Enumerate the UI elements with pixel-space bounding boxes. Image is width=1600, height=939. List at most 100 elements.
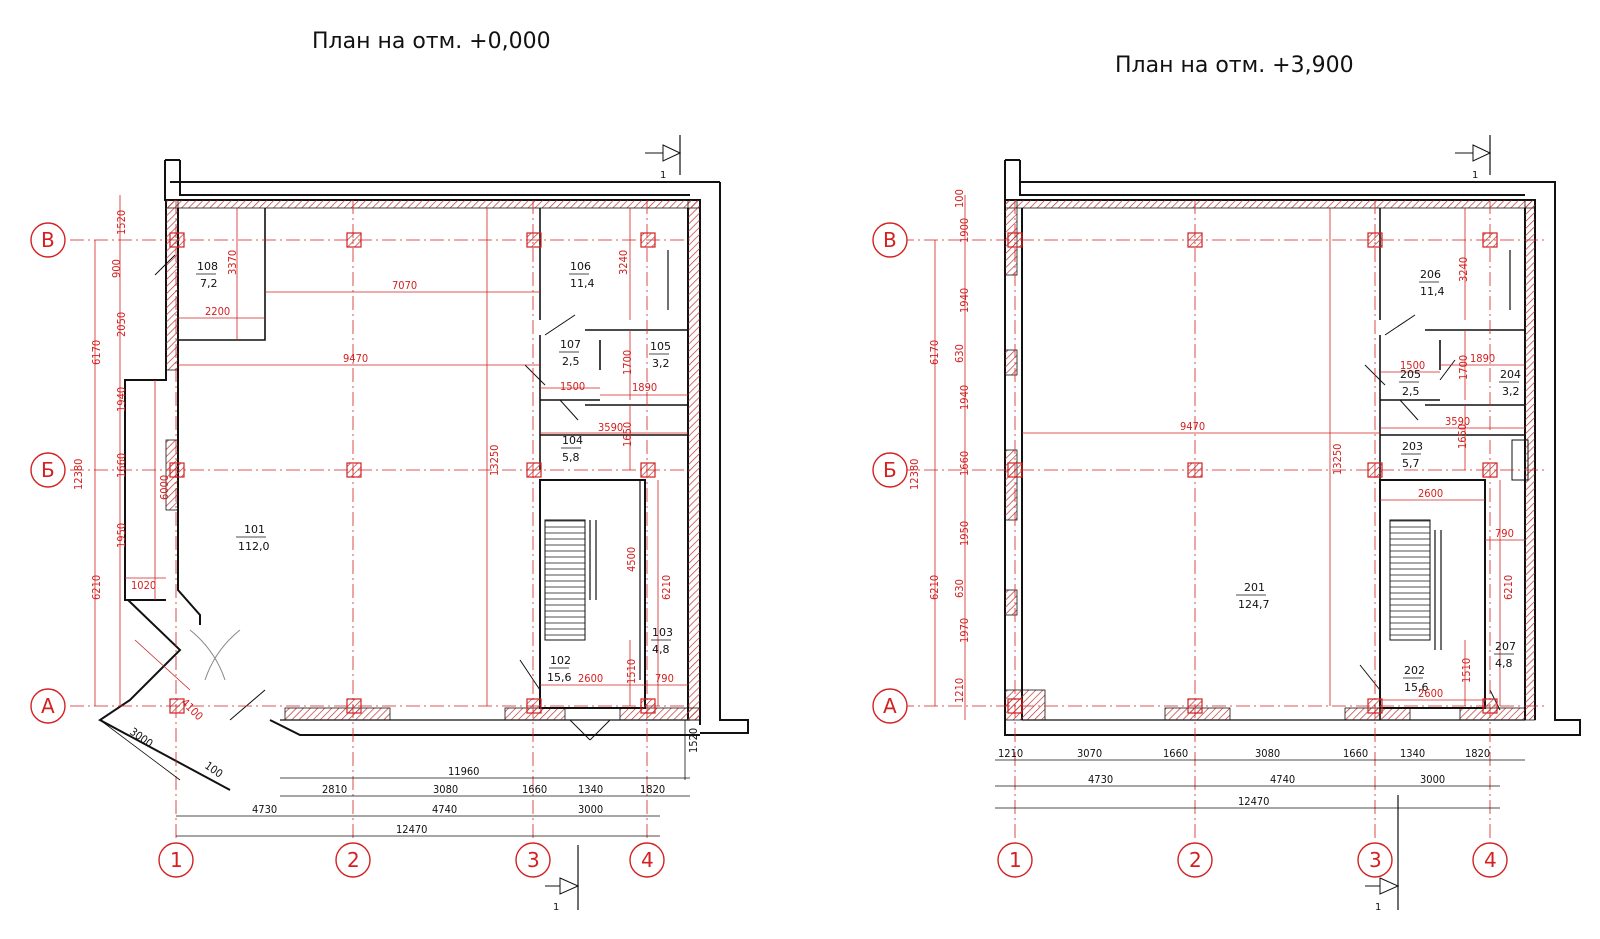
svg-text:103: 103 (652, 626, 673, 639)
svg-text:201: 201 (1244, 581, 1265, 594)
axis-label: 4 (641, 848, 654, 872)
dimension-text: 790 (1495, 527, 1514, 540)
dimension-text: 6210 (660, 575, 673, 600)
svg-text:112,0: 112,0 (238, 540, 270, 553)
dimension-text: 2050 (115, 312, 128, 337)
dimension-text: 6210 (90, 575, 103, 600)
section-mark-bottom: 1 (545, 845, 580, 913)
axis-label: Б (883, 458, 897, 482)
dimension-text: 9470 (343, 352, 368, 365)
svg-text:5,7: 5,7 (1402, 457, 1420, 470)
dimension-text: 3000 (1420, 773, 1445, 786)
dimension-text: 1210 (998, 747, 1023, 760)
dimension-text: 12470 (1238, 795, 1269, 808)
svg-text:15,6: 15,6 (1404, 681, 1429, 694)
axis-label: 1 (170, 848, 183, 872)
staircase (1389, 519, 1442, 650)
axis-label: Б (41, 458, 55, 482)
svg-text:205: 205 (1400, 368, 1421, 381)
red-dimension-texts: 3240 1500 1890 1700 3590 1650 9470 13250… (908, 189, 1515, 703)
axis-label: А (41, 694, 55, 718)
black-dimension-lines (99, 719, 690, 837)
staircase (544, 519, 597, 641)
dimension-text: 1660 (958, 451, 971, 476)
dimension-text: 3000 (578, 803, 603, 816)
dimension-text: 1940 (958, 288, 971, 313)
red-dimension-texts: 7070 2200 3370 3240 9470 1500 1700 1890 … (72, 210, 674, 723)
svg-text:5,8: 5,8 (562, 451, 580, 464)
dimension-text: 1660 (1163, 747, 1188, 760)
axis-label: 4 (1484, 848, 1497, 872)
axis-grid (70, 200, 690, 840)
columns (169, 232, 656, 714)
dimension-text: 3080 (433, 783, 458, 796)
svg-text:107: 107 (560, 338, 581, 351)
dimension-text: 630 (953, 579, 966, 598)
axis-label: А (883, 694, 897, 718)
svg-text:124,7: 124,7 (1238, 598, 1270, 611)
dimension-text: 1900 (958, 218, 971, 243)
dimension-text: 9470 (1180, 420, 1205, 433)
svg-text:203: 203 (1402, 440, 1423, 453)
dimension-text: 1700 (621, 350, 634, 375)
dimension-text: 1500 (560, 380, 585, 393)
dimension-text: 1510 (1460, 658, 1473, 683)
dimension-text: 1660 (115, 453, 128, 478)
dimension-text: 2200 (205, 305, 230, 318)
svg-text:104: 104 (562, 434, 583, 447)
dimension-text: 3370 (226, 250, 239, 275)
axis-bubbles-x: 1 2 3 4 (158, 842, 665, 878)
axis-label: В (41, 228, 55, 252)
section-label: 1 (553, 902, 559, 913)
svg-text:2,5: 2,5 (1402, 385, 1420, 398)
dimension-text: 12470 (396, 823, 427, 836)
dimension-text: 12380 (72, 459, 85, 490)
dimension-text: 2600 (578, 672, 603, 685)
axis-bubbles-y: В Б А (872, 222, 908, 724)
svg-text:4,8: 4,8 (652, 643, 670, 656)
dimension-text: 6000 (158, 475, 171, 500)
columns (1007, 232, 1498, 714)
svg-text:11,4: 11,4 (1420, 285, 1445, 298)
svg-text:204: 204 (1500, 368, 1521, 381)
section-label: 1 (1375, 902, 1381, 913)
axis-grid (900, 200, 1545, 840)
section-mark-bottom: 1 (1365, 795, 1400, 913)
dimension-text: 2600 (1418, 687, 1443, 700)
dimension-text: 11960 (448, 765, 479, 778)
svg-text:2,5: 2,5 (562, 355, 580, 368)
wall-hatching (1004, 199, 1536, 721)
partitions (1379, 208, 1529, 720)
svg-text:202: 202 (1404, 664, 1425, 677)
dimension-text: 6170 (928, 340, 941, 365)
red-dimension-lines (94, 195, 688, 706)
red-dimension-lines (934, 195, 1525, 720)
dimension-text: 1650 (1456, 424, 1469, 449)
dimension-text: 3240 (1457, 257, 1470, 282)
dimension-text: 1510 (625, 659, 638, 684)
axis-label: 1 (1009, 848, 1022, 872)
dimension-text: 7070 (392, 279, 417, 292)
svg-text:3,2: 3,2 (652, 357, 670, 370)
dimension-text: 1340 (578, 783, 603, 796)
plan-title: План на отм. +0,000 (312, 29, 551, 54)
dimension-text: 630 (953, 344, 966, 363)
dimension-text: 1700 (1457, 355, 1470, 380)
axis-label: 2 (1189, 848, 1202, 872)
svg-text:15,6: 15,6 (547, 671, 572, 684)
dimension-text: 1650 (621, 422, 634, 447)
dimension-text: 1820 (1465, 747, 1490, 760)
dimension-text: 1970 (958, 618, 971, 643)
section-label: 1 (660, 170, 666, 181)
dimension-text: 2810 (322, 783, 347, 796)
doors (1359, 314, 1501, 711)
dimension-text: 13250 (488, 445, 501, 476)
dimension-text: 1500 (1400, 359, 1425, 372)
